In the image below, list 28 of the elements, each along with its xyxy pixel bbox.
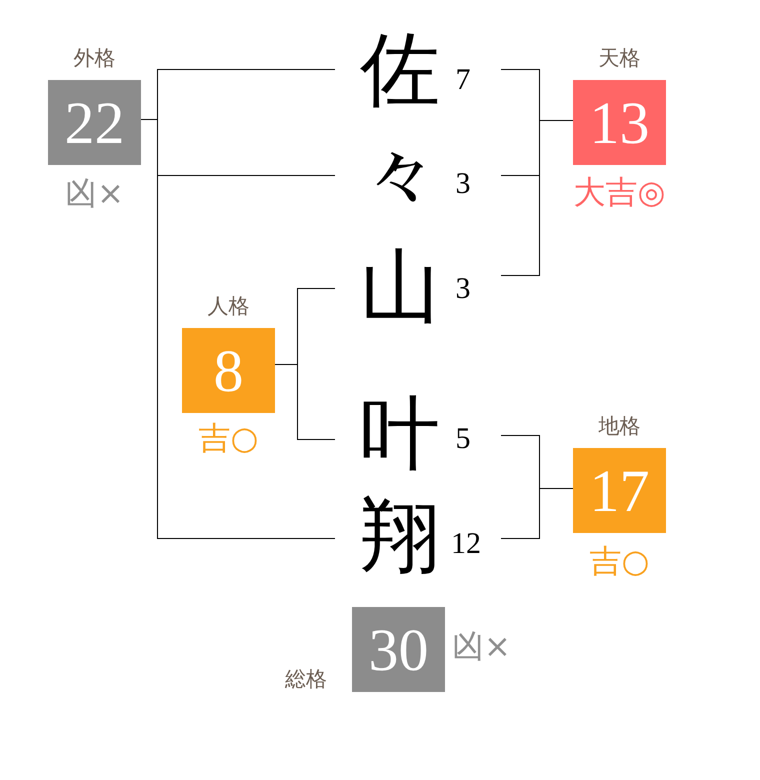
fortune-rating: 凶× bbox=[65, 175, 124, 211]
connector-line bbox=[274, 364, 336, 440]
name-character: 々 bbox=[360, 136, 440, 216]
score-number: 8 bbox=[214, 340, 244, 400]
stroke-count: 3 bbox=[456, 169, 470, 199]
name-character: 叶 bbox=[360, 395, 440, 475]
fortune-rating: 大吉◎ bbox=[574, 174, 666, 210]
name-character: 佐 bbox=[360, 31, 440, 111]
category-label: 外格 bbox=[74, 46, 116, 70]
score-number: 13 bbox=[590, 92, 650, 152]
category-label: 地格 bbox=[598, 414, 640, 438]
score-number: 30 bbox=[368, 620, 428, 680]
score-number: 17 bbox=[590, 460, 650, 520]
fortune-rating: 吉○ bbox=[590, 543, 650, 579]
name-character: 山 bbox=[360, 248, 440, 328]
category-label: 天格 bbox=[598, 46, 640, 70]
stroke-count: 5 bbox=[456, 424, 470, 454]
fortune-rating: 吉○ bbox=[198, 420, 258, 456]
stroke-count: 3 bbox=[456, 274, 470, 304]
stroke-count: 7 bbox=[456, 65, 470, 95]
category-label: 総格 bbox=[285, 667, 327, 691]
connector-line bbox=[500, 488, 574, 539]
fortune-rating: 凶× bbox=[452, 628, 511, 664]
name-character: 翔 bbox=[360, 497, 440, 577]
score-number: 22 bbox=[64, 92, 124, 152]
connector-line bbox=[500, 120, 574, 276]
category-label: 人格 bbox=[208, 294, 250, 318]
stroke-count: 12 bbox=[451, 529, 481, 559]
